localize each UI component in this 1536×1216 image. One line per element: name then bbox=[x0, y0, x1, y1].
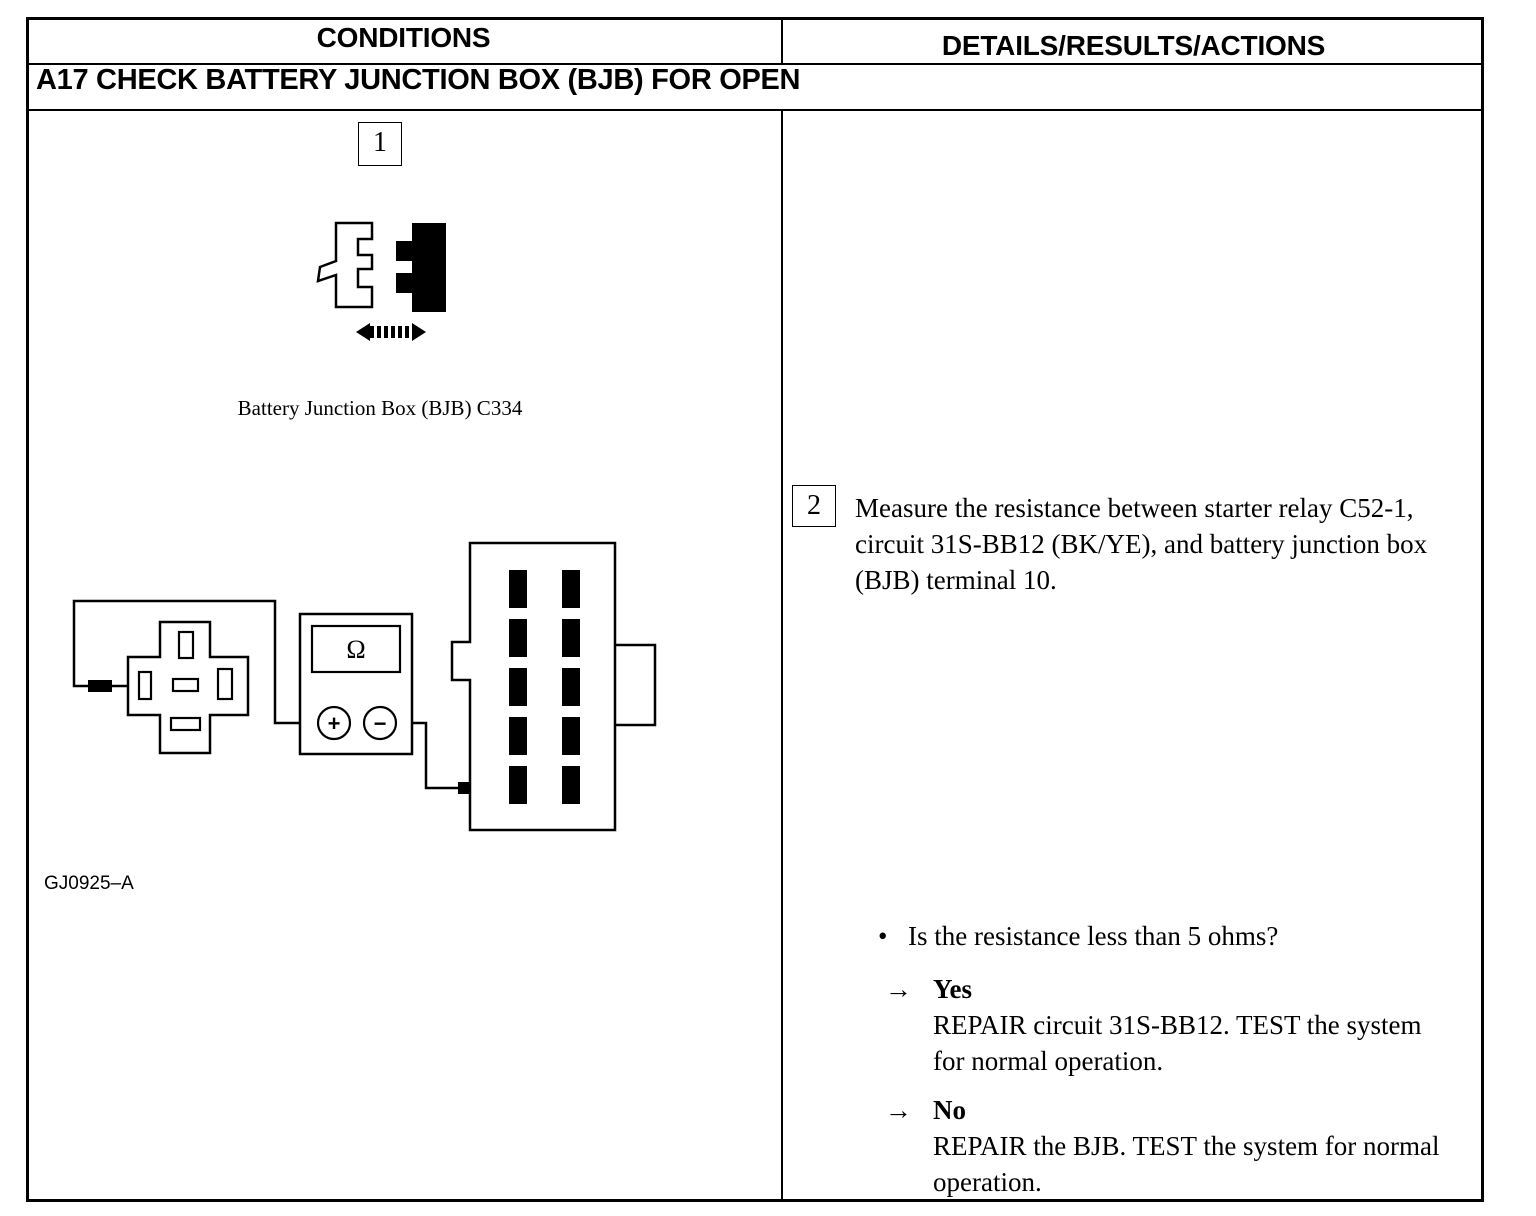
details-header: DETAILS/RESULTS/ACTIONS bbox=[941, 30, 1326, 61]
answer-yes-action: REPAIR circuit 31S-BB12. TEST the system… bbox=[933, 1010, 1422, 1076]
step-2-badge: 2 bbox=[792, 485, 836, 527]
connector-housing-outline bbox=[316, 221, 374, 309]
step-1-badge: 1 bbox=[358, 122, 402, 166]
relay-terminal-center bbox=[171, 677, 200, 693]
disconnect-arrow-icon bbox=[356, 323, 426, 341]
test-lead-wire-right bbox=[412, 721, 458, 790]
step-2-instruction: Measure the resistance between starter r… bbox=[855, 493, 1428, 595]
bjb-connector bbox=[450, 541, 617, 832]
test-probe-left bbox=[88, 680, 112, 692]
question-text: Is the resistance less than 5 ohms? bbox=[908, 921, 1279, 951]
result-question: • Is the resistance less than 5 ohms? bbox=[878, 921, 1278, 952]
bullet-icon: • bbox=[878, 921, 888, 951]
meter-positive-label: + bbox=[328, 711, 341, 736]
arrow-right-icon: → bbox=[885, 1095, 912, 1125]
test-title: A17 CHECK BATTERY JUNCTION BOX (BJB) FOR… bbox=[36, 64, 801, 96]
relay-terminal-right bbox=[216, 667, 234, 701]
ohm-symbol: Ω bbox=[346, 635, 365, 664]
relay-terminal-left bbox=[137, 670, 153, 701]
bjb-terminals bbox=[509, 570, 580, 804]
meter-negative-jack-icon bbox=[362, 705, 398, 741]
figure-id: GJ0925–A bbox=[44, 873, 134, 894]
conditions-header: CONDITIONS bbox=[316, 22, 491, 53]
procedure-table bbox=[26, 17, 1484, 1202]
resistance-measurement-diagram: Ω + − bbox=[72, 541, 657, 832]
relay-terminal-bottom bbox=[169, 716, 202, 732]
arrow-right-icon: → bbox=[885, 974, 912, 1004]
header-divider bbox=[26, 63, 1484, 65]
meter-positive-jack-icon bbox=[316, 705, 352, 741]
answer-no-label: No bbox=[933, 1095, 966, 1125]
column-divider bbox=[781, 17, 783, 1202]
answer-no-action: REPAIR the BJB. TEST the system for norm… bbox=[933, 1131, 1440, 1197]
relay-terminal-top bbox=[177, 630, 195, 660]
title-divider bbox=[26, 109, 1484, 111]
meter-negative-label: − bbox=[374, 711, 387, 736]
test-lead-wire-left bbox=[72, 599, 300, 725]
bjb-connector-latch bbox=[615, 643, 657, 727]
connector-disconnect-diagram bbox=[316, 221, 446, 341]
connector-mating-half bbox=[396, 223, 446, 312]
step-1-caption: Battery Junction Box (BJB) C334 bbox=[237, 396, 523, 420]
title-row-mask bbox=[781, 65, 783, 109]
answer-yes-label: Yes bbox=[933, 974, 972, 1004]
ohmmeter-display bbox=[310, 624, 402, 674]
